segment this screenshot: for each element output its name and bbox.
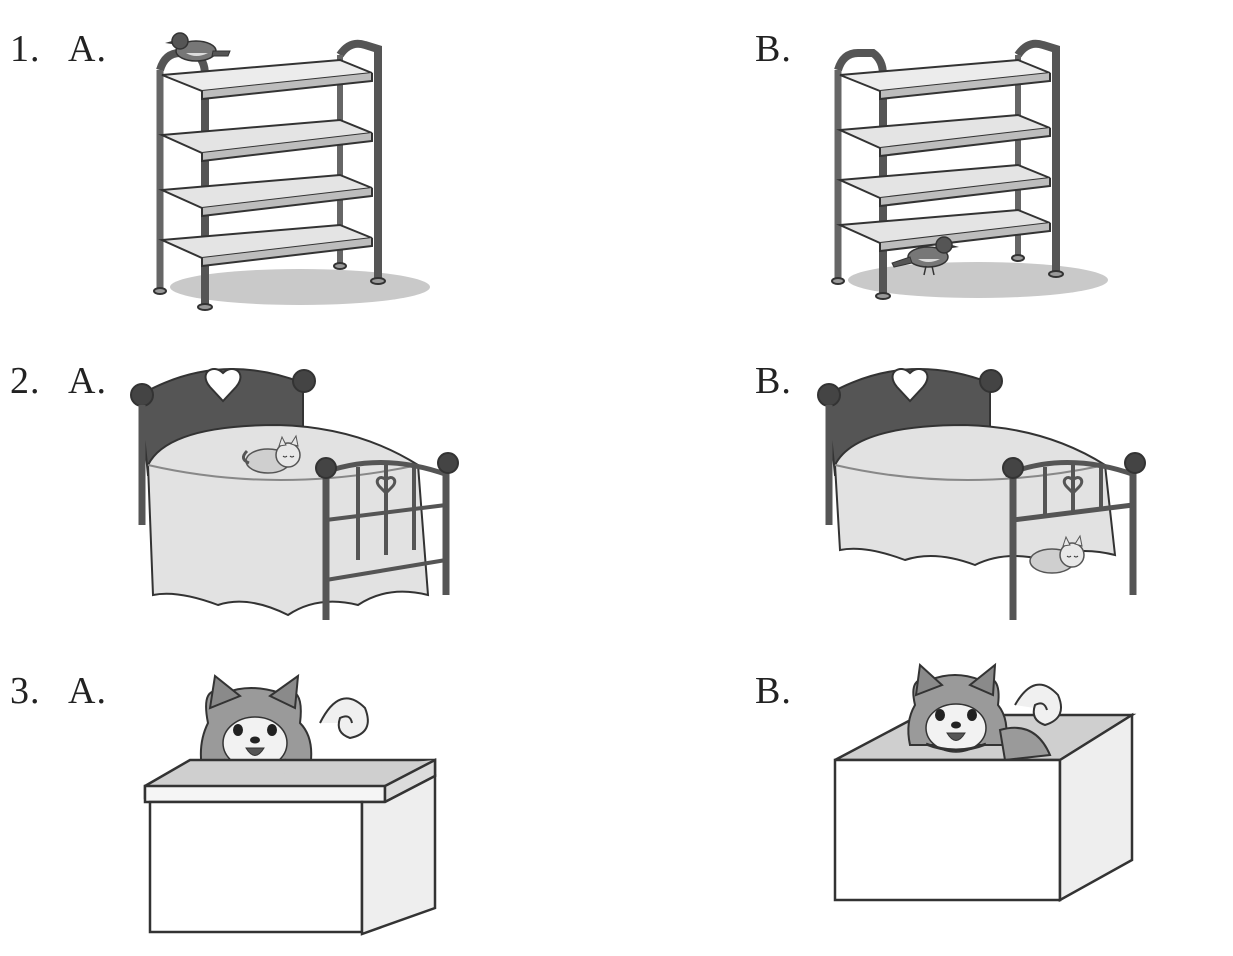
shelf-illustration [153,39,386,311]
shelf-bird-on-top-picture [150,25,440,315]
cat-icon [1029,534,1085,574]
question-3-option-b-label: B. [755,670,792,712]
question-1-number: 1. [10,28,41,70]
question-1-option-b-label: B. [755,28,792,70]
question-3-option-a-label: A. [68,670,107,712]
question-2-option-b-label: B. [755,360,792,402]
bed-cat-on-bed-picture [128,355,468,630]
bird-icon [891,236,959,276]
bird-icon [165,32,231,62]
bed-cat-under-bed-picture [815,355,1155,630]
cat-icon [242,434,301,474]
shelf-shadow [848,262,1108,298]
question-2-number: 2. [10,360,41,402]
box-illustration [833,712,1134,903]
shelf-shadow [170,269,430,305]
question-1-option-a-label: A. [68,28,107,70]
question-3-number: 3. [10,670,41,712]
dog-icon [907,662,1062,762]
question-2-option-a-label: A. [68,360,107,402]
box-dog-on-box-picture [140,668,445,940]
shelf-bird-under-picture [828,25,1118,315]
box-dog-in-box-picture [830,660,1140,915]
shelf-illustration [831,39,1064,300]
box-illustration [143,757,437,936]
bed-illustration [817,368,1146,620]
bed-illustration [130,368,459,620]
